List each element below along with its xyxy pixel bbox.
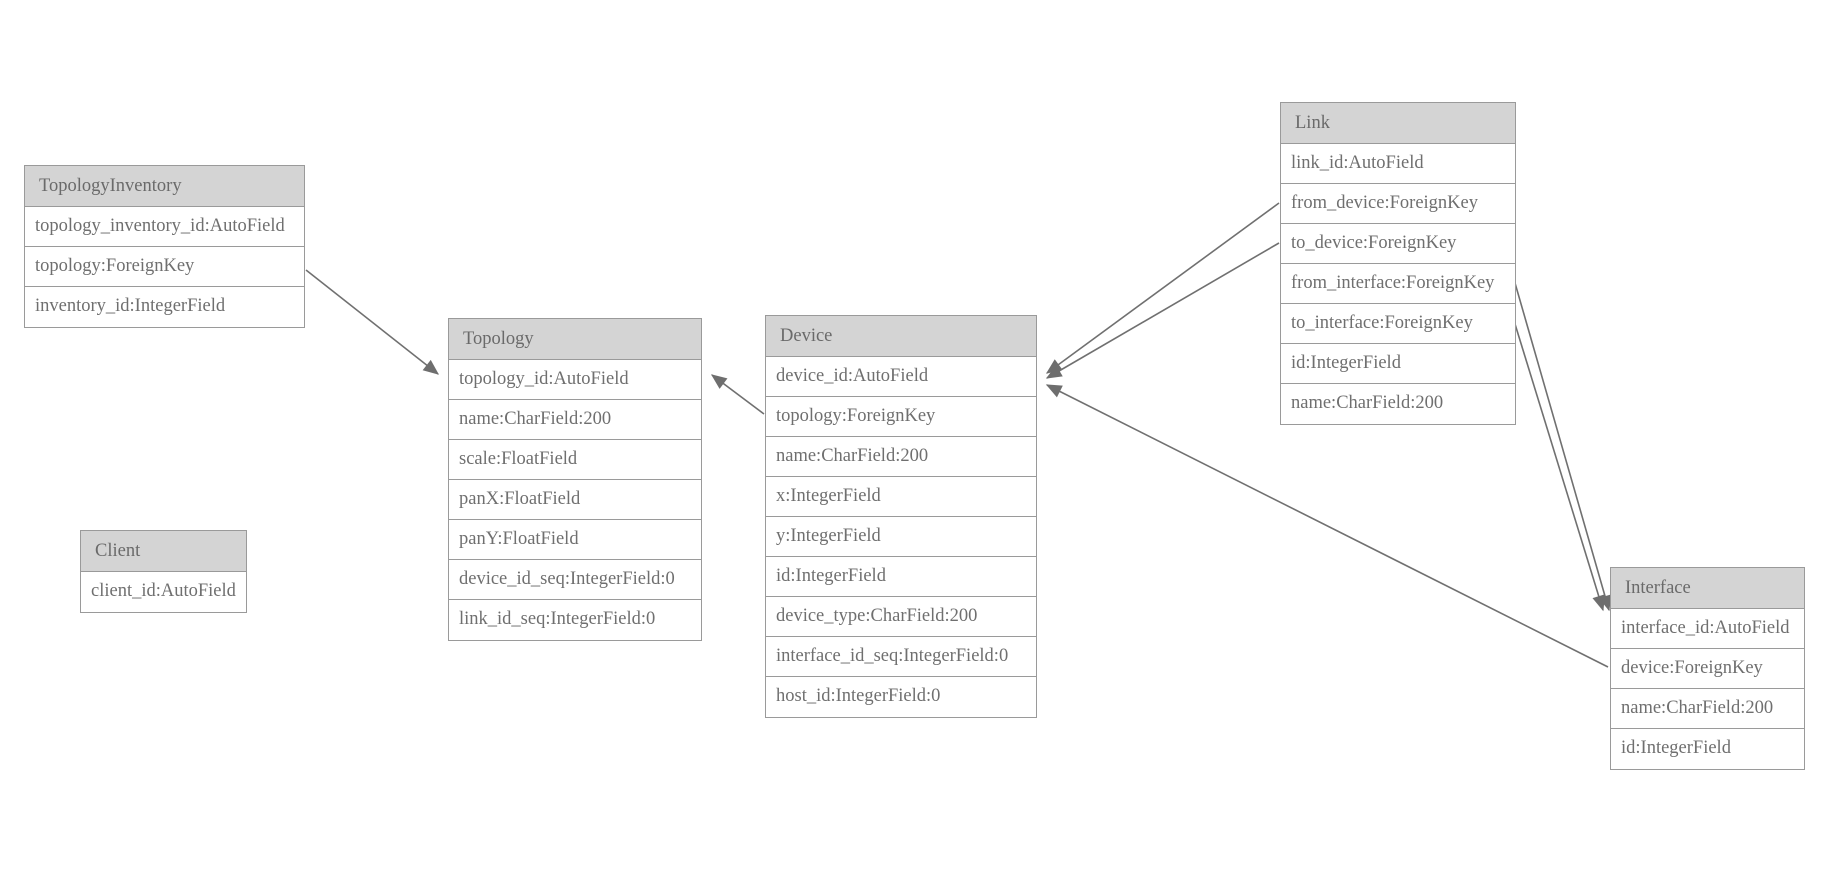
- entity-field-row[interactable]: from_interface:ForeignKey: [1281, 264, 1515, 304]
- entity-field-row[interactable]: interface_id_seq:IntegerField:0: [766, 637, 1036, 677]
- entity-field-row[interactable]: name:CharField:200: [1281, 384, 1515, 424]
- entity-title-link: Link: [1281, 103, 1515, 144]
- entity-field-row[interactable]: device_id_seq:IntegerField:0: [449, 560, 701, 600]
- entity-field-row[interactable]: id:IntegerField: [1611, 729, 1804, 769]
- entity-title-topology: Topology: [449, 319, 701, 360]
- entity-field-row[interactable]: name:CharField:200: [449, 400, 701, 440]
- entity-title-device: Device: [766, 316, 1036, 357]
- entity-title-client: Client: [81, 531, 246, 572]
- entity-field-row[interactable]: to_device:ForeignKey: [1281, 224, 1515, 264]
- entity-fields-client: client_id:AutoField: [81, 572, 246, 612]
- relationship-edge-link-from-interface: [1514, 282, 1612, 612]
- entity-field-row[interactable]: id:IntegerField: [766, 557, 1036, 597]
- entity-field-row[interactable]: device_id:AutoField: [766, 357, 1036, 397]
- entity-title-interface: Interface: [1611, 568, 1804, 609]
- entity-field-row[interactable]: inventory_id:IntegerField: [25, 287, 304, 327]
- relationship-edge-device-topology: [710, 374, 765, 415]
- relationship-edge-link-to-device: [1045, 242, 1280, 379]
- entity-field-row[interactable]: topology_inventory_id:AutoField: [25, 207, 304, 247]
- entity-field-row[interactable]: name:CharField:200: [766, 437, 1036, 477]
- entity-field-row[interactable]: x:IntegerField: [766, 477, 1036, 517]
- entity-field-row[interactable]: topology:ForeignKey: [766, 397, 1036, 437]
- entity-field-row[interactable]: topology_id:AutoField: [449, 360, 701, 400]
- entity-field-row[interactable]: link_id_seq:IntegerField:0: [449, 600, 701, 640]
- entity-field-row[interactable]: topology:ForeignKey: [25, 247, 304, 287]
- entity-field-row[interactable]: panX:FloatField: [449, 480, 701, 520]
- entity-field-row[interactable]: client_id:AutoField: [81, 572, 246, 612]
- entity-field-row[interactable]: y:IntegerField: [766, 517, 1036, 557]
- entity-field-row[interactable]: device:ForeignKey: [1611, 649, 1804, 689]
- relationship-edge-topologyinventory-topology: [305, 269, 440, 375]
- entity-field-row[interactable]: name:CharField:200: [1611, 689, 1804, 729]
- entity-field-row[interactable]: scale:FloatField: [449, 440, 701, 480]
- entity-field-row[interactable]: id:IntegerField: [1281, 344, 1515, 384]
- entity-field-row[interactable]: panY:FloatField: [449, 520, 701, 560]
- entity-field-row[interactable]: link_id:AutoField: [1281, 144, 1515, 184]
- entity-field-row[interactable]: interface_id:AutoField: [1611, 609, 1804, 649]
- relationship-edge-link-to-interface: [1514, 323, 1606, 612]
- relationship-edge-link-from-device: [1045, 202, 1280, 374]
- entity-field-row[interactable]: host_id:IntegerField:0: [766, 677, 1036, 717]
- entity-title-topologyinventory: TopologyInventory: [25, 166, 304, 207]
- entity-field-row[interactable]: to_interface:ForeignKey: [1281, 304, 1515, 344]
- entity-field-row[interactable]: device_type:CharField:200: [766, 597, 1036, 637]
- entity-field-row[interactable]: from_device:ForeignKey: [1281, 184, 1515, 224]
- relationship-edge-interface-device: [1045, 384, 1609, 668]
